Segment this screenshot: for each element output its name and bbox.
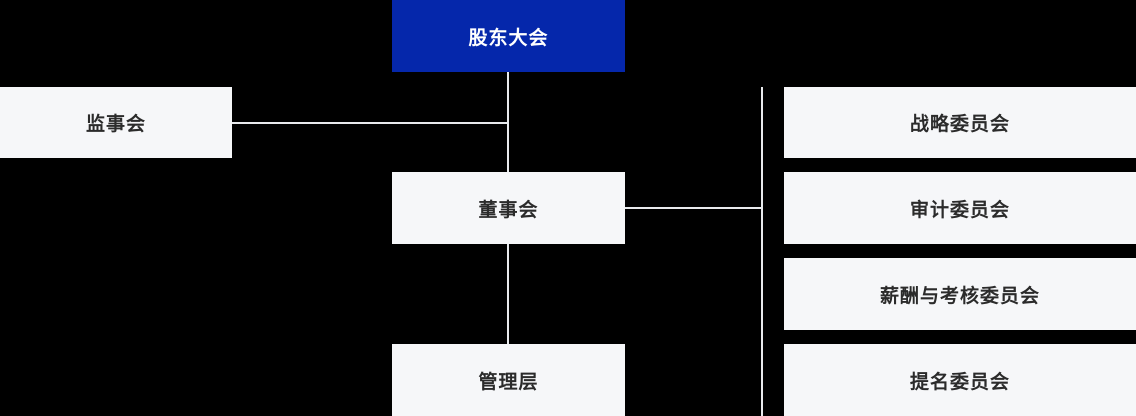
node-management-label: 管理层: [478, 371, 539, 393]
node-board-of-directors[interactable]: 董事会: [392, 172, 625, 244]
node-board-of-supervisors[interactable]: 监事会: [0, 87, 232, 158]
node-shareholders-meeting-label: 股东大会: [468, 27, 549, 49]
connector-committees-spine: [761, 87, 763, 416]
node-remuneration-and-appraisal-committee-label: 薪酬与考核委员会: [879, 285, 1040, 307]
node-board-of-supervisors-label: 监事会: [85, 114, 146, 135]
connector-shareholders-to-supervisors: [232, 122, 508, 124]
node-audit-committee-label: 审计委员会: [909, 199, 1010, 221]
node-nomination-committee-label: 提名委员会: [909, 371, 1010, 393]
connector-shareholders-to-board: [507, 72, 509, 172]
node-shareholders-meeting[interactable]: 股东大会: [392, 0, 625, 72]
connector-board-to-management: [507, 244, 509, 344]
node-management[interactable]: 管理层: [392, 344, 625, 416]
node-strategy-committee[interactable]: 战略委员会: [784, 87, 1136, 158]
node-board-of-directors-label: 董事会: [478, 199, 539, 221]
node-remuneration-and-appraisal-committee[interactable]: 薪酬与考核委员会: [784, 258, 1136, 330]
node-audit-committee[interactable]: 审计委员会: [784, 172, 1136, 244]
node-strategy-committee-label: 战略委员会: [909, 114, 1010, 135]
connector-board-to-committees: [625, 207, 763, 209]
node-nomination-committee[interactable]: 提名委员会: [784, 344, 1136, 416]
